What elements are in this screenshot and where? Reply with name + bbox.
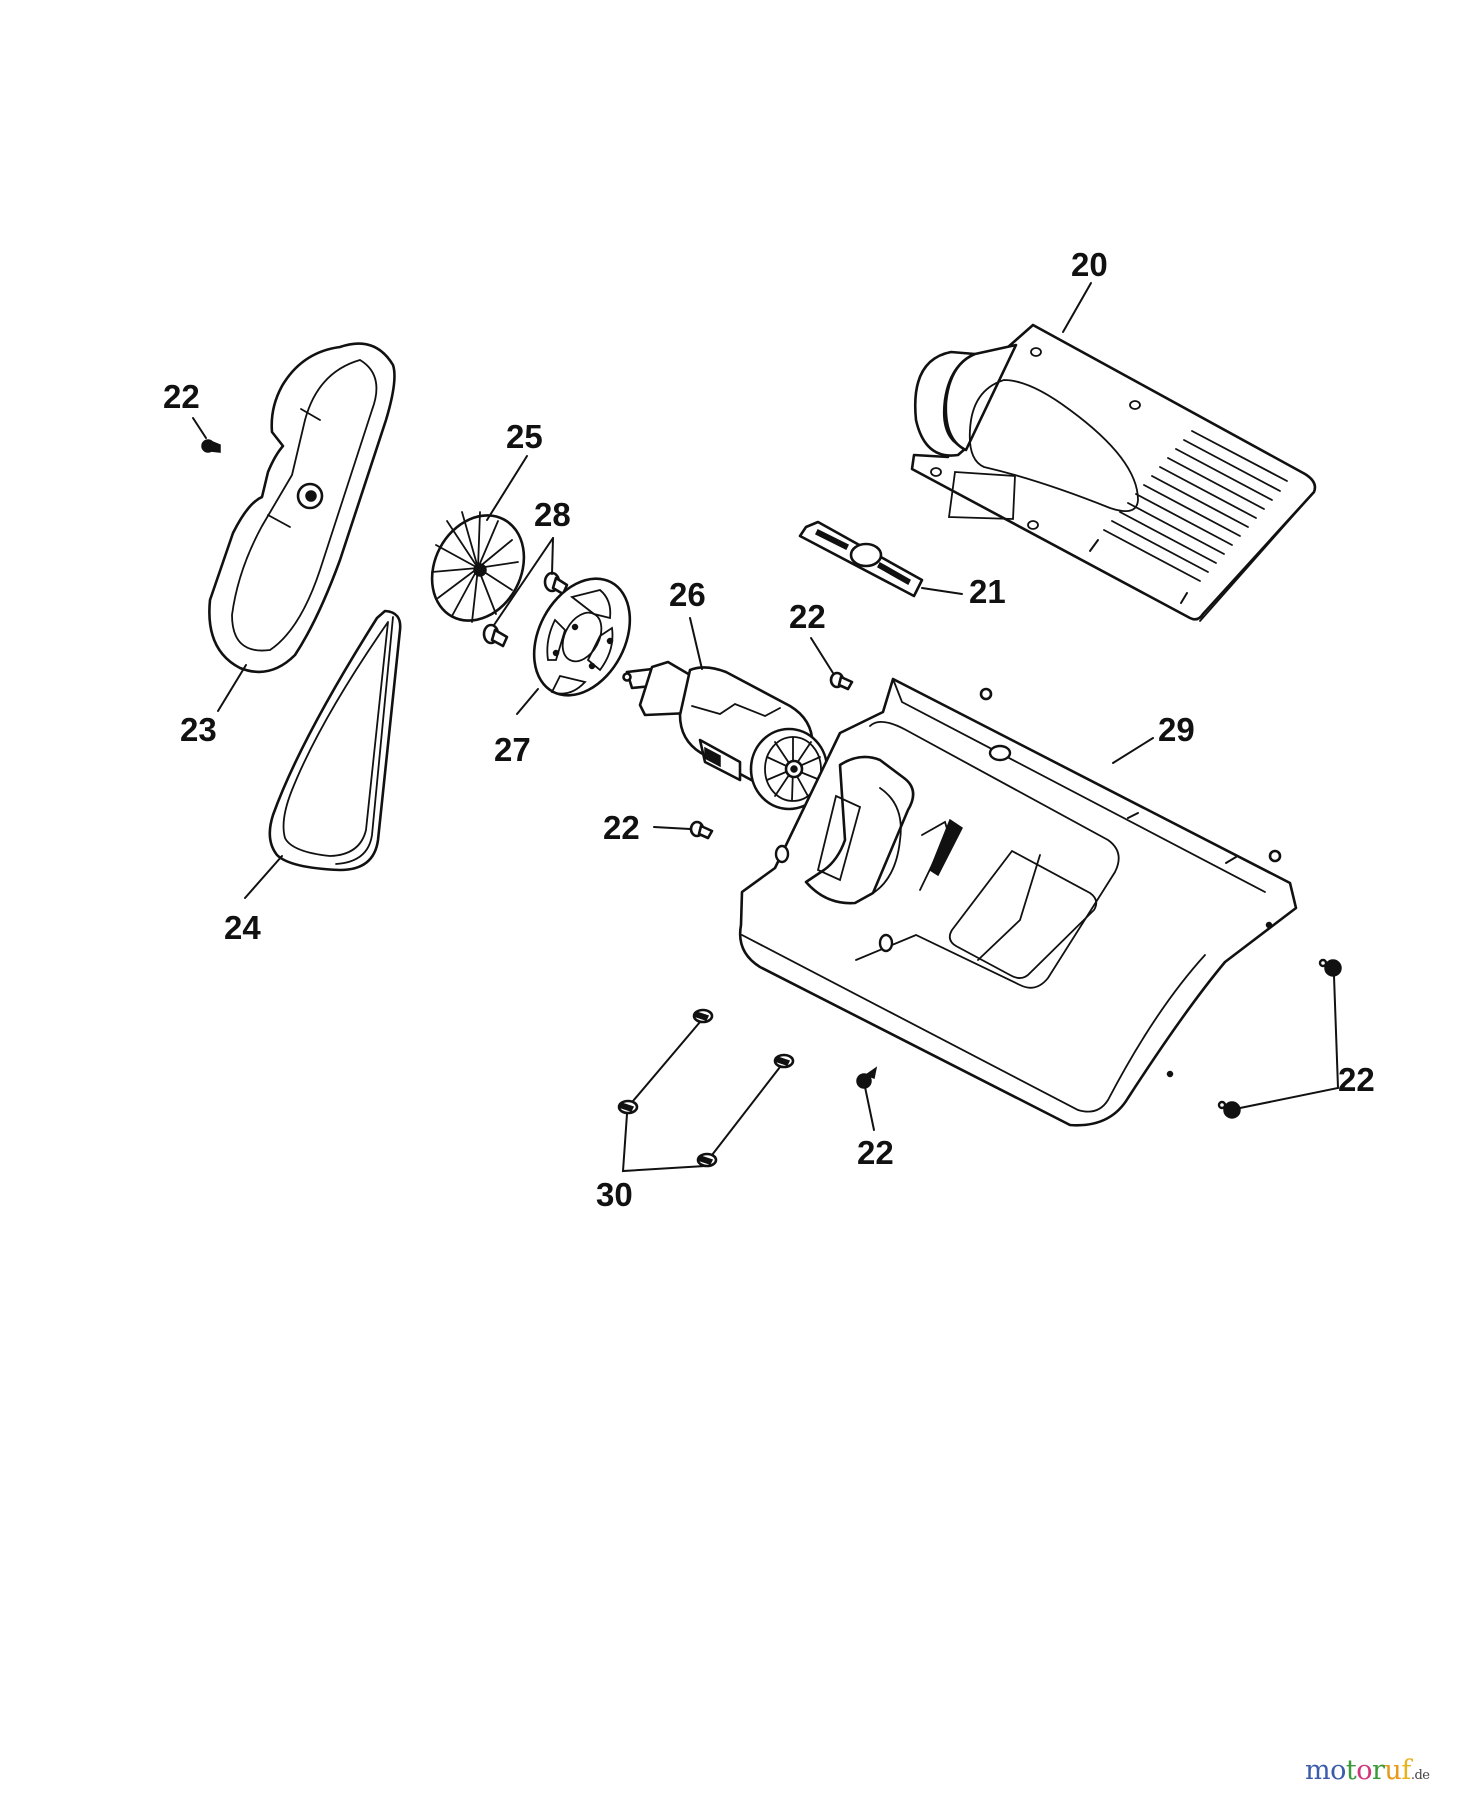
callout-29: 29 bbox=[1158, 711, 1195, 748]
callout-28: 28 bbox=[534, 496, 571, 533]
watermark-letter: f bbox=[1401, 1755, 1411, 1786]
callout-22-motor-top: 22 bbox=[789, 598, 826, 635]
part-23-belt-cover[interactable] bbox=[208, 342, 396, 674]
callout-22-belt-cover: 22 bbox=[163, 378, 200, 415]
part-26-motor[interactable] bbox=[622, 660, 829, 811]
part-22-screw-b[interactable] bbox=[829, 671, 854, 691]
watermark-letter: u bbox=[1384, 1755, 1402, 1786]
watermark-letter: o bbox=[1356, 1755, 1372, 1786]
callout-26: 26 bbox=[669, 576, 706, 613]
callout-27: 27 bbox=[494, 731, 531, 768]
watermark-suffix: .de bbox=[1410, 1768, 1430, 1783]
part-22-screw-d[interactable] bbox=[856, 1066, 878, 1089]
watermark-letter: r bbox=[1372, 1755, 1385, 1786]
callout-23: 23 bbox=[180, 711, 217, 748]
callout-22-housing-bottom: 22 bbox=[857, 1134, 894, 1171]
callout-22-housing-right: 22 bbox=[1338, 1061, 1375, 1098]
part-25-fan[interactable] bbox=[414, 499, 542, 636]
part-20-cover[interactable] bbox=[910, 323, 1317, 622]
part-22-screw-e[interactable] bbox=[1318, 958, 1342, 977]
watermark-letter: t bbox=[1345, 1755, 1357, 1786]
callout-22-motor-bottom: 22 bbox=[603, 809, 640, 846]
callout-30: 30 bbox=[596, 1176, 633, 1213]
part-22-screw-a[interactable] bbox=[201, 439, 221, 453]
callout-20: 20 bbox=[1071, 246, 1108, 283]
screw-28b bbox=[482, 623, 509, 648]
part-22-screw-c[interactable] bbox=[689, 820, 714, 840]
callout-25: 25 bbox=[506, 418, 543, 455]
callout-21: 21 bbox=[969, 573, 1006, 610]
watermark-letter: o bbox=[1330, 1755, 1346, 1786]
part-27-plate[interactable] bbox=[515, 562, 649, 712]
part-29-housing[interactable] bbox=[738, 677, 1298, 1127]
leader-lines bbox=[192, 282, 1340, 1173]
motoruf-watermark: motoruf.de bbox=[1305, 1755, 1430, 1786]
part-21-badge[interactable] bbox=[798, 520, 924, 598]
callout-24: 24 bbox=[224, 909, 261, 946]
watermark-letter: m bbox=[1305, 1755, 1331, 1786]
part-30-screws[interactable] bbox=[617, 1008, 795, 1168]
part-22-screw-f[interactable] bbox=[1217, 1100, 1241, 1119]
